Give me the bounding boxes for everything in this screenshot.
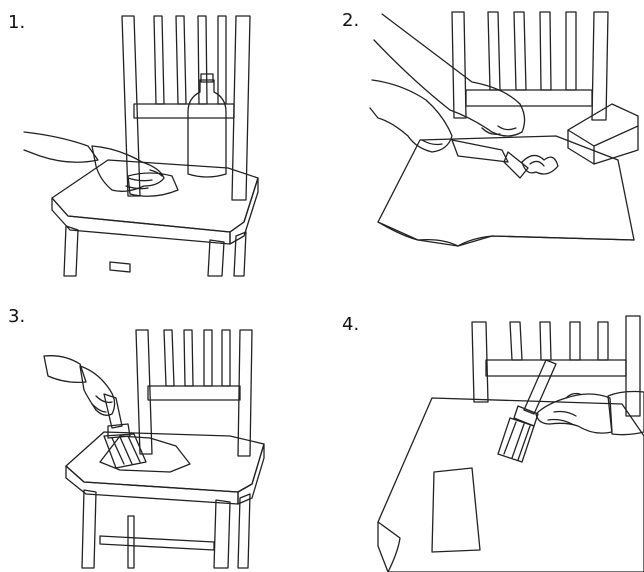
seat-side-edge bbox=[229, 177, 259, 245]
bottle-body bbox=[187, 79, 227, 178]
arm-sleeve bbox=[23, 131, 99, 163]
seat-front-edge bbox=[377, 221, 635, 247]
upper-arm bbox=[373, 13, 526, 137]
hand bbox=[91, 145, 165, 192]
chair-seat bbox=[51, 159, 259, 245]
chair-back bbox=[135, 329, 253, 457]
paintbrush bbox=[497, 359, 557, 463]
step-2-panel: 2. bbox=[322, 0, 644, 286]
chair-legs bbox=[81, 489, 251, 569]
step-4-panel: 4. bbox=[322, 286, 644, 572]
scraper-blade bbox=[503, 151, 529, 179]
stretcher bbox=[109, 261, 131, 273]
lower-arm bbox=[369, 79, 453, 153]
brush-bristles bbox=[497, 417, 535, 463]
scraper-tool bbox=[451, 139, 529, 179]
hands-scraping bbox=[369, 13, 526, 153]
stretcher bbox=[99, 515, 215, 569]
chair-seat bbox=[377, 135, 635, 247]
bottle-cap bbox=[200, 73, 214, 83]
chair-back bbox=[451, 11, 609, 121]
chair-back-posts bbox=[471, 315, 641, 417]
chair-back-slats bbox=[163, 329, 231, 387]
hand bbox=[79, 365, 116, 416]
chair-back-slats bbox=[153, 15, 227, 105]
step-4-illustration bbox=[377, 315, 644, 572]
chair-legs bbox=[63, 225, 247, 277]
chair-back-posts bbox=[451, 11, 609, 121]
step-1-panel: 1. bbox=[0, 0, 322, 286]
cleaning-cloth bbox=[127, 172, 179, 197]
brush-bristles bbox=[103, 433, 147, 469]
chair-back-rail bbox=[485, 359, 627, 377]
chair-back-slats bbox=[487, 11, 577, 91]
chair-back bbox=[471, 315, 641, 417]
fingers bbox=[421, 125, 517, 146]
back-right-leg bbox=[237, 493, 251, 569]
front-left-leg bbox=[81, 489, 97, 569]
chair-back-posts bbox=[121, 15, 251, 201]
brush-handle bbox=[103, 393, 123, 429]
step-number: 1. bbox=[8, 12, 26, 33]
arm-sleeve bbox=[607, 390, 644, 436]
hand-wiping bbox=[23, 131, 165, 192]
brush-ferrule bbox=[107, 423, 131, 439]
chair-back-posts bbox=[135, 329, 253, 457]
chair-back-rail bbox=[465, 89, 593, 107]
brush-handle bbox=[523, 359, 557, 415]
seat-top bbox=[377, 397, 644, 572]
hand-painting bbox=[43, 355, 116, 416]
fingers bbox=[125, 169, 163, 190]
chair-seat bbox=[377, 397, 644, 572]
hand-painting bbox=[535, 390, 644, 436]
step-number: 3. bbox=[8, 306, 26, 327]
step-3-illustration bbox=[43, 329, 265, 569]
step-number: 4. bbox=[342, 314, 360, 335]
fingers bbox=[91, 395, 113, 413]
paint-scrapings bbox=[521, 154, 559, 175]
step-2-illustration bbox=[369, 11, 639, 247]
front-right-leg bbox=[207, 239, 225, 277]
arm-sleeve bbox=[43, 355, 87, 384]
chair-back bbox=[121, 15, 251, 201]
seat-top bbox=[377, 135, 635, 247]
scraper-handle bbox=[451, 139, 509, 163]
back-right-leg bbox=[233, 231, 247, 277]
chair-back-slats bbox=[509, 321, 609, 361]
sandpaper-block bbox=[567, 103, 639, 165]
fingers bbox=[547, 392, 581, 425]
hand bbox=[535, 393, 613, 434]
front-left-leg bbox=[63, 225, 79, 277]
step-number: 2. bbox=[342, 10, 360, 31]
front-right-leg bbox=[213, 499, 231, 569]
seat-front-edge bbox=[51, 197, 231, 245]
painted-white-stripe bbox=[431, 467, 481, 553]
seat-side-edge bbox=[237, 443, 265, 505]
step-1-illustration bbox=[23, 15, 259, 277]
step-3-panel: 3. bbox=[0, 286, 322, 572]
paintbrush bbox=[103, 393, 147, 469]
chair-back-rail bbox=[133, 103, 235, 119]
bottle bbox=[187, 73, 227, 178]
chair-back-rail bbox=[147, 385, 241, 401]
seat-front-edge bbox=[377, 521, 401, 572]
